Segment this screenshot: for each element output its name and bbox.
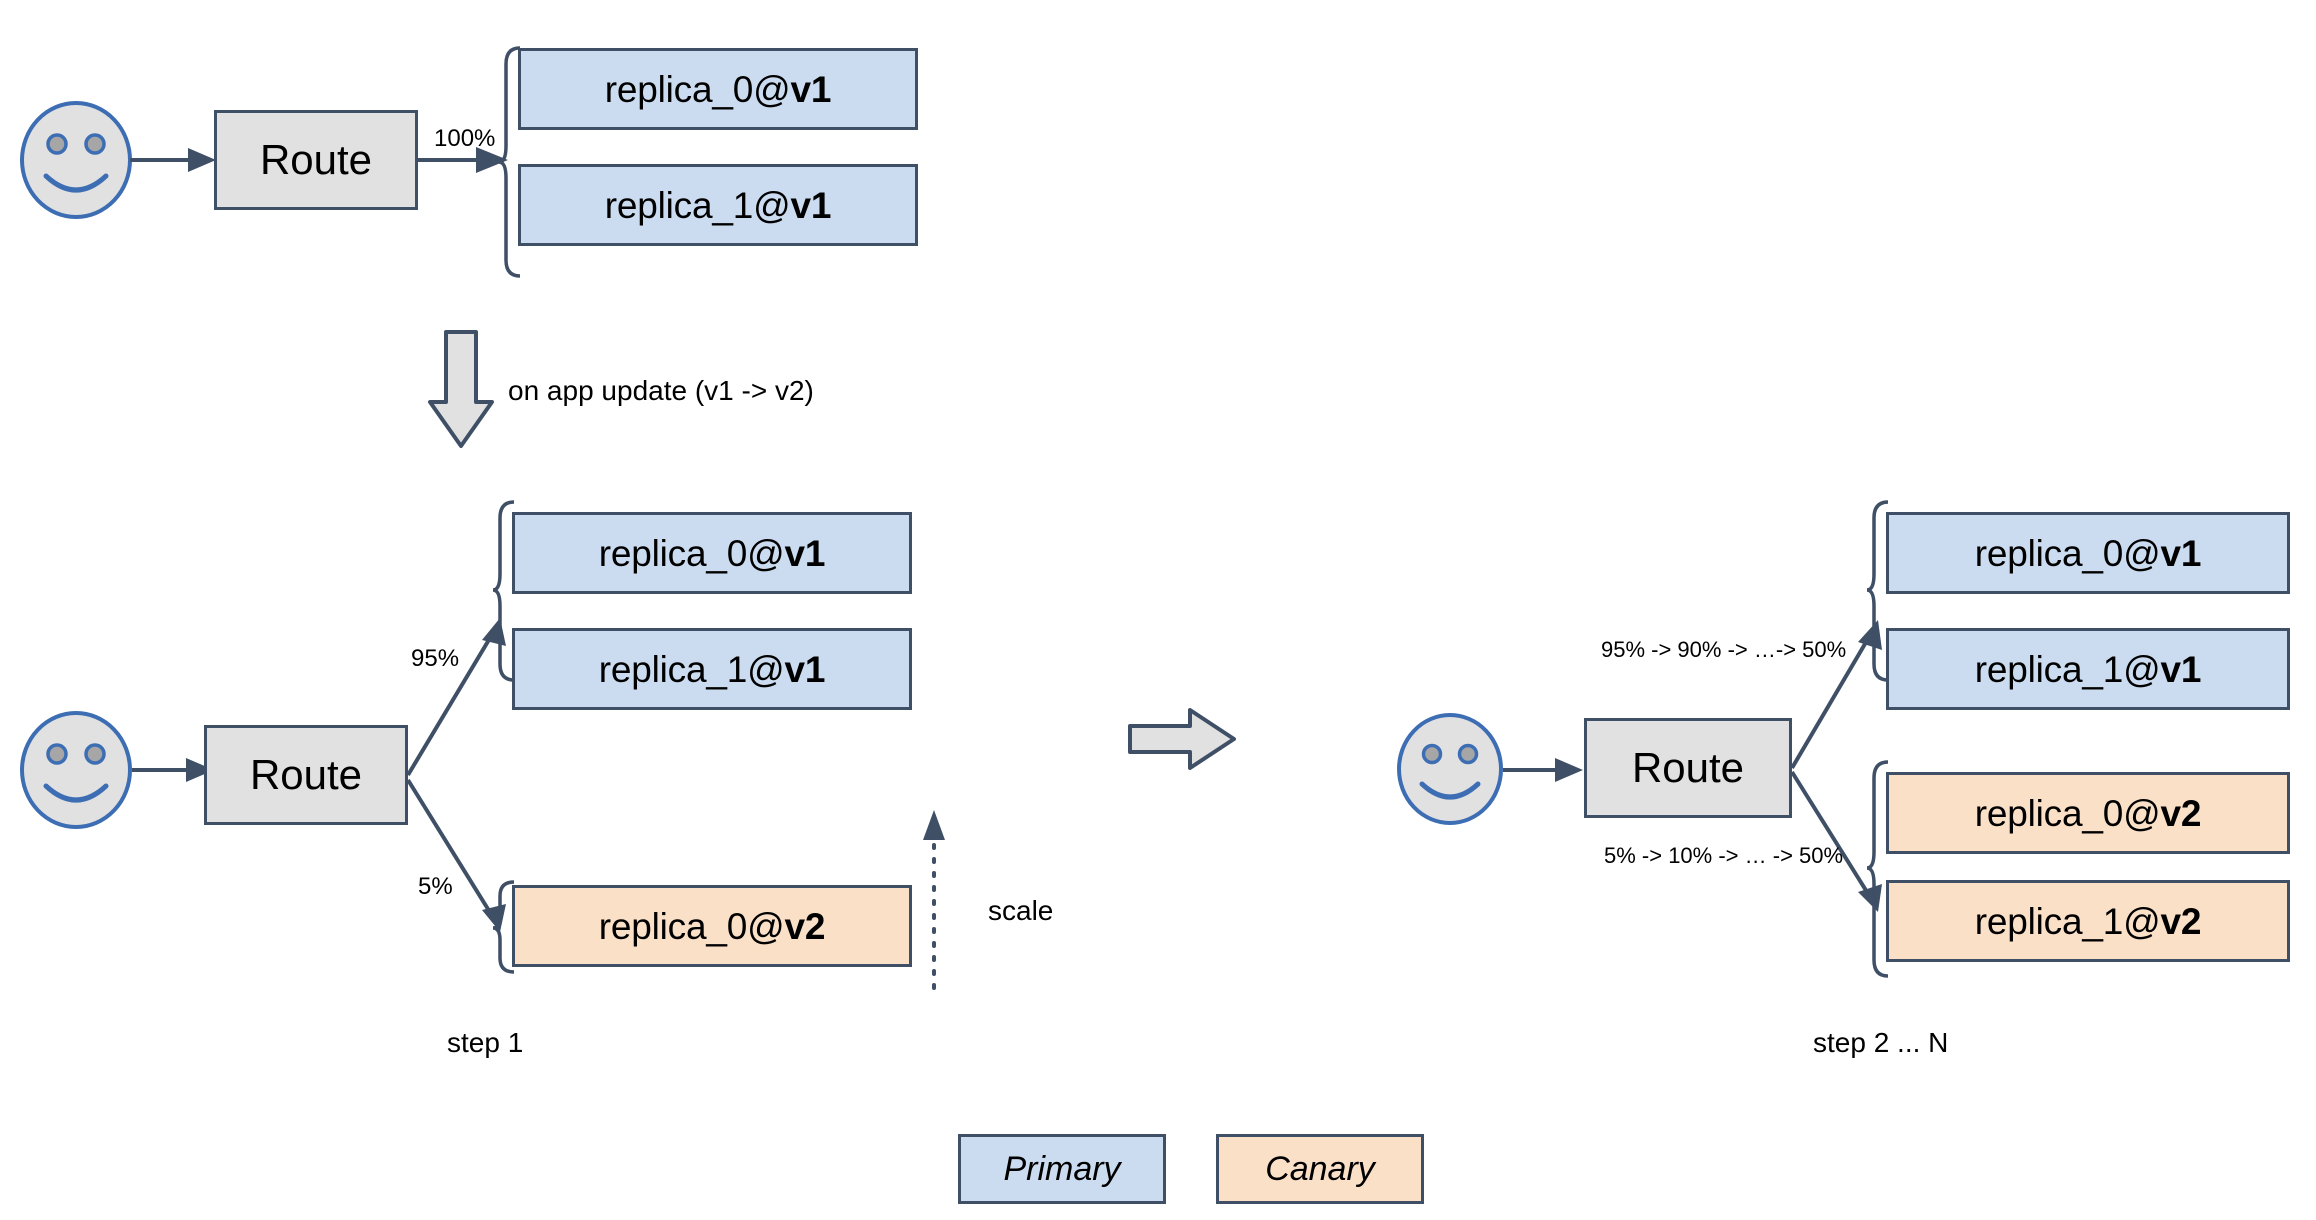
legend-canary-label: Canary	[1265, 1149, 1375, 1188]
route-label: Route	[1631, 744, 1745, 791]
route-box-top[interactable]: Route	[214, 110, 418, 210]
update-transition-label: on app update (v1 -> v2)	[508, 375, 814, 406]
user-smiley-icon	[1397, 713, 1503, 825]
brace-step1-canary	[492, 880, 515, 974]
step1-caption: step 1	[447, 1027, 524, 1058]
arrow-route-to-replicas-top	[418, 147, 508, 173]
replica-box[interactable]: replica_1@v2	[1886, 880, 2290, 962]
traffic-label-primary-step1: 95%	[411, 645, 460, 672]
down-arrow-update-icon	[428, 330, 494, 448]
route-box-step1[interactable]: Route	[204, 725, 408, 825]
replica-box[interactable]: replica_1@v1	[518, 164, 918, 246]
replica-label: replica_0@v1	[604, 68, 832, 110]
brace-stepN-canary	[1866, 760, 1889, 978]
arrow-user-to-route-stepN	[1503, 758, 1583, 782]
replica-label: replica_0@v1	[1974, 532, 2202, 574]
traffic-label-top: 100%	[434, 125, 496, 152]
replica-box[interactable]: replica_1@v1	[1886, 628, 2290, 710]
replica-label: replica_1@v1	[1974, 648, 2202, 690]
brace-top-group	[498, 46, 521, 278]
replica-label: replica_1@v1	[598, 648, 826, 690]
traffic-label-canary-step1: 5%	[418, 873, 453, 900]
replica-box[interactable]: replica_0@v2	[512, 885, 912, 967]
user-smiley-icon	[20, 711, 132, 829]
route-label: Route	[259, 136, 373, 183]
route-box-stepN[interactable]: Route	[1584, 718, 1792, 818]
traffic-label-canary-stepN: 5% -> 10% -> … -> 50%	[1604, 843, 1844, 868]
replica-label: replica_1@v1	[604, 184, 832, 226]
legend-primary-label: Primary	[1003, 1149, 1121, 1188]
legend-primary-swatch: Primary	[958, 1134, 1166, 1204]
stepN-caption: step 2 ... N	[1813, 1027, 1949, 1058]
arrow-user-to-route-top	[130, 148, 216, 172]
replica-label: replica_0@v2	[1974, 792, 2202, 834]
replica-box[interactable]: replica_1@v1	[512, 628, 912, 710]
replica-label: replica_1@v2	[1974, 900, 2202, 942]
traffic-label-primary-stepN: 95% -> 90% -> …-> 50%	[1601, 637, 1847, 662]
route-label: Route	[249, 751, 363, 798]
replica-label: replica_0@v2	[598, 905, 826, 947]
brace-stepN-primary	[1866, 500, 1889, 682]
replica-box[interactable]: replica_0@v1	[512, 512, 912, 594]
scale-arrow-icon	[923, 810, 945, 990]
replica-box[interactable]: replica_0@v1	[518, 48, 918, 130]
replica-box[interactable]: replica_0@v1	[1886, 512, 2290, 594]
right-arrow-progress-icon	[1128, 708, 1236, 770]
brace-step1-primary	[492, 500, 515, 682]
replica-box[interactable]: replica_0@v2	[1886, 772, 2290, 854]
arrow-user-to-route-step1	[132, 758, 214, 782]
scale-label: scale	[988, 895, 1054, 926]
split-arrows-stepN	[1790, 620, 1882, 912]
replica-label: replica_0@v1	[598, 532, 826, 574]
user-smiley-icon	[20, 101, 132, 219]
legend-canary-swatch: Canary	[1216, 1134, 1424, 1204]
